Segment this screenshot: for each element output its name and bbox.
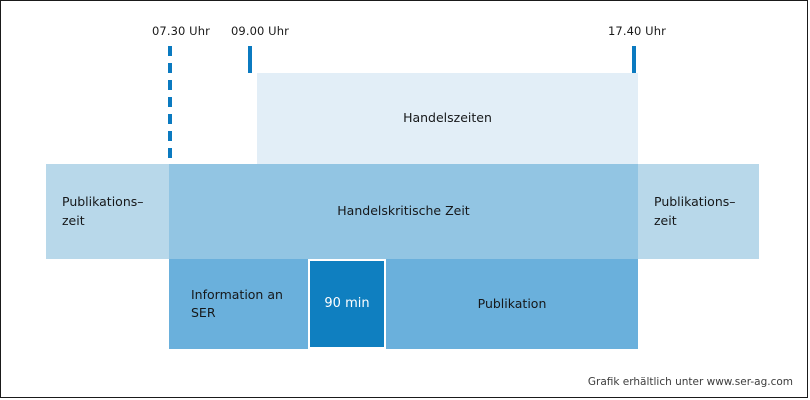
band-critical-time: Handelskritische Zeit — [169, 164, 638, 259]
tick-label-0730: 07.30 Uhr — [152, 24, 210, 38]
band-critical-time-label: Handelskritische Zeit — [337, 203, 470, 219]
tick-label-0900: 09.00 Uhr — [231, 24, 289, 38]
band-publication-window-left: Publikations– zeit — [46, 164, 169, 259]
tick-label-1740: 17.40 Uhr — [608, 24, 666, 38]
band-publication-window-right-label: Publikations– zeit — [654, 194, 736, 228]
band-trading-hours: Handelszeiten — [257, 73, 638, 164]
band-information-ser: Information an SER — [169, 259, 308, 349]
band-publication-window-right: Publikations– zeit — [638, 164, 759, 259]
footer-source-note: Grafik erhältlich unter www.ser-ag.com — [587, 376, 793, 388]
band-publication-window-left-label: Publikations– zeit — [62, 194, 144, 228]
band-information-ser-label: Information an SER — [191, 286, 283, 320]
tick-mark-0900 — [248, 46, 252, 73]
tick-mark-0730-dashed — [168, 46, 172, 166]
tick-mark-1740 — [632, 46, 636, 73]
band-publication: Publikation — [386, 259, 638, 349]
band-ninety-minutes-label: 90 min — [324, 295, 370, 311]
band-publication-label: Publikation — [477, 295, 547, 311]
band-trading-hours-label: Handelszeiten — [403, 110, 492, 126]
band-ninety-minutes: 90 min — [308, 259, 386, 349]
